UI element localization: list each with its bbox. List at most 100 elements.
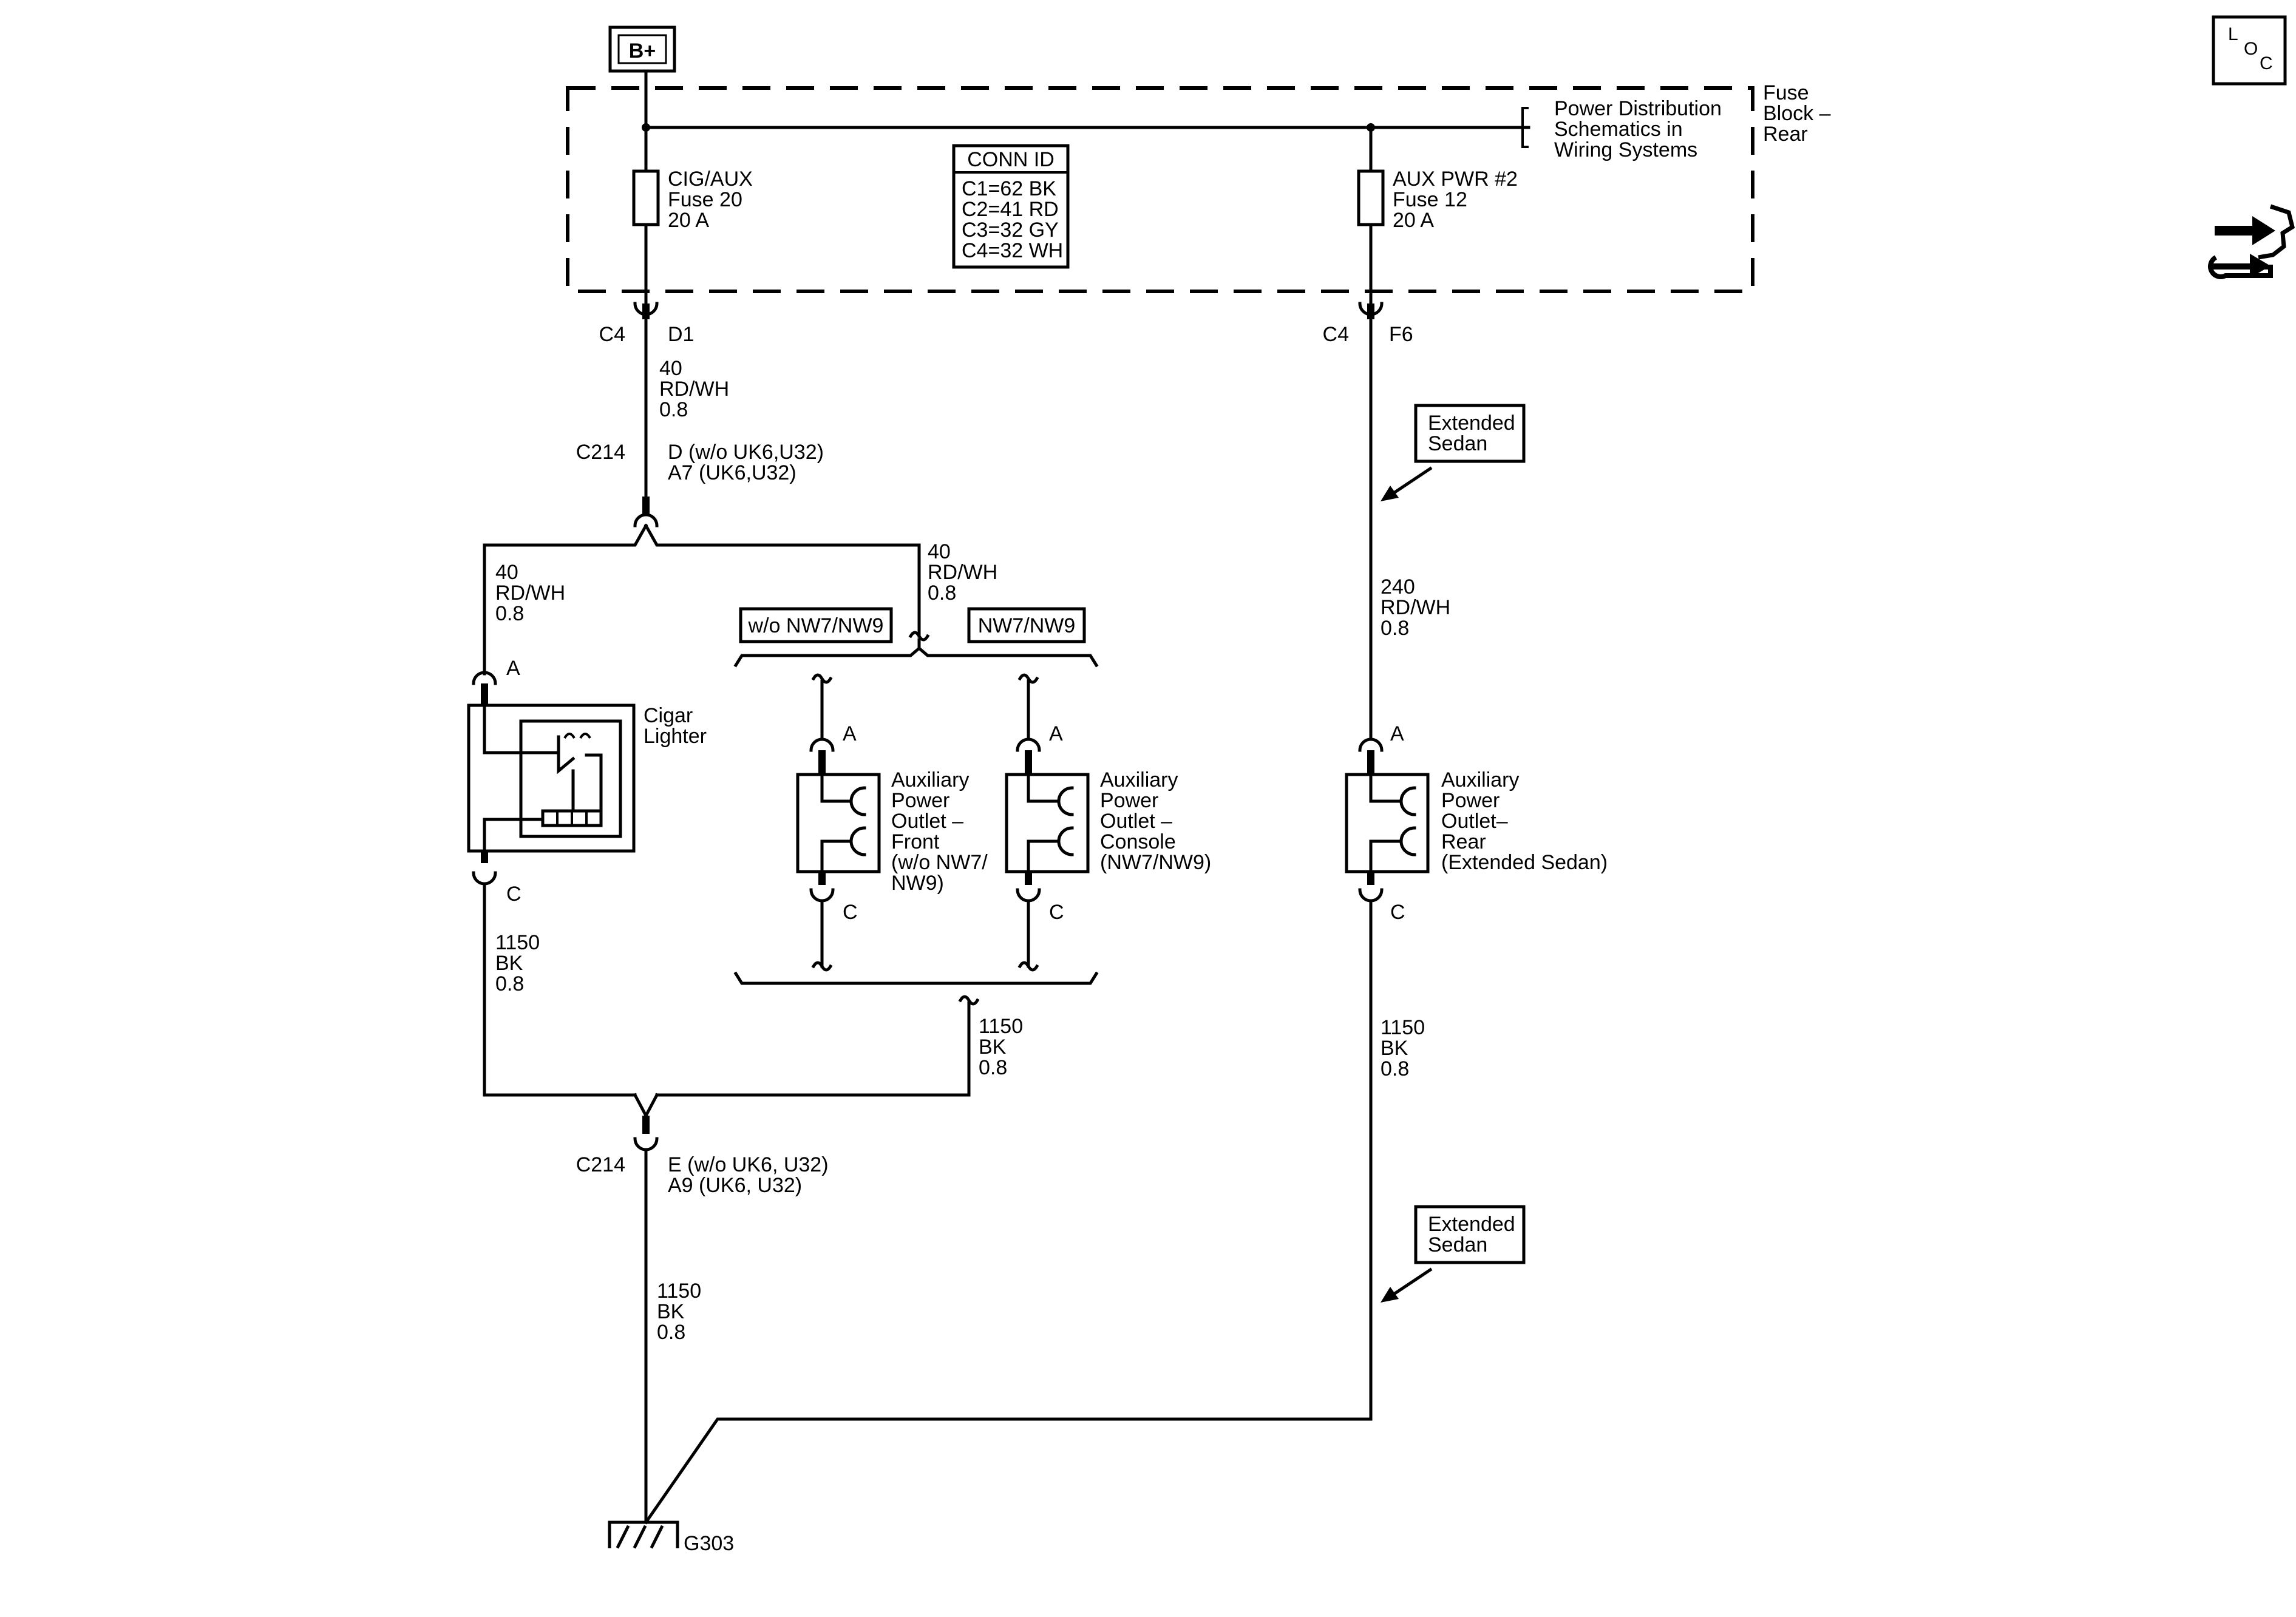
outlet-rear-name: (Extended Sedan) — [1441, 851, 1608, 874]
wire-circuit: 240 — [1381, 575, 1415, 598]
ext-sedan-bottom-1: Extended — [1428, 1213, 1515, 1236]
wire-size: 0.8 — [495, 602, 524, 625]
wire-circuit: 1150 — [1381, 1016, 1425, 1039]
c4-left-connector-label: C4 — [599, 323, 625, 346]
loc-letter-l: L — [2228, 24, 2238, 44]
power-distribution-reference[interactable]: Power Distribution Schematics in Wiring … — [1521, 97, 1722, 161]
outlet-console-name: Outlet – — [1100, 810, 1172, 833]
fuse-aux-pwr-2: AUX PWR #2 Fuse 12 20 A — [1357, 168, 1518, 232]
wire-label-right-ground: 1150 BK 0.8 — [1381, 1016, 1425, 1080]
ground-label: G303 — [684, 1532, 734, 1555]
outlet-console-name: Auxiliary — [1100, 768, 1178, 792]
outlet-rear-name: Auxiliary — [1441, 768, 1519, 792]
wire-label-outlets-ground: 1150 BK 0.8 — [979, 1015, 1023, 1079]
fuse-left-line-3: 20 A — [668, 209, 709, 232]
outlet-front-name: Front — [891, 830, 940, 853]
outlet-console-pin-a: A — [1049, 722, 1063, 745]
option-with-nw7-label: NW7/NW9 — [978, 614, 1076, 637]
fuse-block-title: Fuse Block – Rear — [1763, 81, 1831, 146]
cigar-lighter-pin-a: A — [506, 657, 520, 680]
wire-label-left-branch: 40 RD/WH 0.8 — [495, 561, 565, 625]
wire-color: BK — [979, 1036, 1007, 1059]
wire-circuit: 40 — [928, 540, 951, 563]
ext-sedan-top-2: Sedan — [1428, 432, 1487, 455]
wire-label-main-ground: 1150 BK 0.8 — [657, 1280, 701, 1344]
wire-size: 0.8 — [979, 1056, 1007, 1079]
aux-outlet-front[interactable]: A C Auxiliary Power Outlet – Front (w/o … — [796, 673, 988, 972]
wire-size: 0.8 — [657, 1321, 685, 1344]
wire-size: 0.8 — [928, 581, 956, 605]
ext-sedan-top-1: Extended — [1428, 412, 1515, 435]
option-split-bracket-top — [733, 646, 1099, 668]
wire-circuit: 40 — [659, 357, 682, 380]
outlet-console-pin-c: C — [1049, 901, 1064, 924]
conn-id-row: C1=62 BK — [962, 177, 1056, 200]
cigar-lighter[interactable]: A C Cigar Lighter — [467, 657, 707, 906]
wire-label-left-main: 40 RD/WH 0.8 — [659, 357, 729, 421]
c214-bottom-pin-1: E (w/o UK6, U32) — [668, 1153, 829, 1176]
outlet-front-pin-c: C — [843, 901, 858, 924]
loc-locator-icon[interactable]: L O C — [2212, 15, 2287, 86]
wire-circuit: 1150 — [979, 1015, 1023, 1038]
connector-c214-bottom: C214 E (w/o UK6, U32) A9 (UK6, U32) — [576, 1116, 829, 1197]
connector-wrench-icon[interactable] — [2208, 204, 2295, 279]
aux-outlet-rear[interactable]: A C Auxiliary Power Outlet– Rear (Extend… — [1345, 722, 1608, 924]
power-dist-line-2: Schematics in — [1554, 118, 1683, 141]
power-dist-line-3: Wiring Systems — [1554, 138, 1697, 161]
option-split-bracket-bottom — [733, 971, 1099, 985]
fuse-block-boundary — [566, 86, 1754, 293]
cigar-lighter-name-1: Cigar — [644, 704, 693, 727]
wire-color: BK — [657, 1300, 685, 1323]
loc-letter-o: O — [2244, 39, 2258, 59]
conn-id-table: CONN ID C1=62 BK C2=41 RD C3=32 GY C4=32… — [952, 144, 1070, 269]
c4-right-connector-label: C4 — [1323, 323, 1349, 346]
c214-bottom-connector-label: C214 — [576, 1153, 625, 1176]
cigar-lighter-pin-c: C — [506, 883, 521, 906]
wire-color: RD/WH — [1381, 596, 1450, 619]
outlet-rear-name: Rear — [1441, 830, 1486, 853]
connector-c214-top: C214 D (w/o UK6,U32) A7 (UK6,U32) — [576, 441, 824, 527]
battery-label: B+ — [629, 39, 656, 63]
outlet-rear-pin-a: A — [1390, 722, 1404, 745]
wire-circuit: 40 — [495, 561, 518, 584]
conn-id-header: CONN ID — [967, 148, 1055, 171]
outlet-rear-pin-c: C — [1390, 901, 1405, 924]
fuse-right-line-1: AUX PWR #2 — [1393, 168, 1518, 191]
wire-circuit: 1150 — [657, 1280, 701, 1303]
option-with-nw7: NW7/NW9 — [967, 607, 1086, 643]
outlet-front-name: Auxiliary — [891, 768, 969, 792]
outlet-front-name: NW9) — [891, 872, 944, 895]
wire-color: RD/WH — [495, 581, 565, 605]
aux-outlet-console[interactable]: A C Auxiliary Power Outlet – Console (NW… — [1005, 673, 1211, 972]
ground-g303: G303 — [608, 1520, 734, 1555]
c214-top-pin-1: D (w/o UK6,U32) — [668, 441, 824, 464]
connector-c4-f6: C4 F6 — [1323, 302, 1413, 346]
fuse-block-title-3: Rear — [1763, 123, 1808, 146]
wire-circuit: 1150 — [495, 931, 540, 954]
outlet-rear-name: Outlet– — [1441, 810, 1508, 833]
outlet-rear-name: Power — [1441, 789, 1500, 812]
option-extended-sedan-bottom: Extended Sedan — [1381, 1205, 1526, 1303]
conn-id-row: C3=32 GY — [962, 219, 1059, 242]
wire-color: BK — [495, 952, 523, 975]
wire-size: 0.8 — [1381, 617, 1409, 640]
option-without-nw7: w/o NW7/NW9 — [739, 607, 893, 643]
outlet-front-name: Power — [891, 789, 949, 812]
fuse-left-line-2: Fuse 20 — [668, 188, 742, 211]
outlet-console-name: Console — [1100, 830, 1176, 853]
battery-supply: B+ — [608, 25, 676, 73]
power-dist-line-1: Power Distribution — [1554, 97, 1722, 120]
wire-label-cigar-ground: 1150 BK 0.8 — [495, 931, 540, 995]
fuse-block-title-1: Fuse — [1763, 81, 1809, 104]
outlet-front-pin-a: A — [843, 722, 857, 745]
cigar-lighter-name-2: Lighter — [644, 725, 707, 748]
fuse-block-title-2: Block – — [1763, 102, 1831, 125]
wire-size: 0.8 — [659, 398, 688, 421]
wire-color: BK — [1381, 1037, 1408, 1060]
option-extended-sedan-top: Extended Sedan — [1381, 404, 1526, 501]
outlet-console-name: Power — [1100, 789, 1158, 812]
outlet-front-name: Outlet – — [891, 810, 963, 833]
conn-id-row: C4=32 WH — [962, 239, 1063, 262]
c214-top-pin-2: A7 (UK6,U32) — [668, 461, 796, 484]
